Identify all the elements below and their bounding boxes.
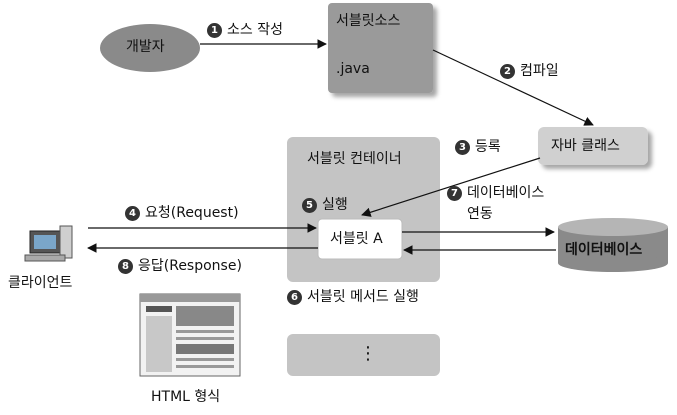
step-2-label: 2 컴파일 [500, 64, 559, 79]
step-7-label: 7 데이터베이스 [447, 186, 544, 201]
arrow-compile [432, 49, 594, 126]
html-form-label: HTML 형식 [151, 389, 221, 405]
servlet-source-title: 서블릿소스 [336, 13, 401, 29]
client-label: 클라이언트 [8, 275, 73, 291]
java-class-box [538, 127, 648, 165]
step-3-label: 3 등록 [455, 140, 501, 155]
step-1-text: 소스 작성 [227, 22, 283, 38]
step-1-number: 1 [207, 23, 222, 38]
servlet-a-box [317, 218, 403, 260]
developer-node [100, 24, 200, 72]
step-8-text: 응답(Response) [138, 258, 242, 274]
step-5-number: 5 [302, 198, 317, 213]
ellipsis-box [287, 334, 440, 376]
step-2-number: 2 [500, 64, 515, 79]
step-5-text: 실행 [322, 197, 348, 213]
step-7-number: 7 [447, 186, 462, 201]
step-8-label: 8 응답(Response) [118, 259, 242, 274]
step-6-text: 서블릿 메서드 실행 [307, 289, 419, 305]
web-page-icon [139, 293, 241, 377]
computer-icon [24, 225, 73, 262]
step-3-number: 3 [455, 140, 470, 155]
database-node [558, 218, 668, 272]
step-4-text: 요청(Request) [145, 205, 239, 221]
step-7-line2: 연동 [467, 206, 493, 222]
step-3-text: 등록 [475, 139, 501, 155]
servlet-source-ext: .java [336, 61, 370, 77]
step-5-label: 5 실행 [302, 198, 348, 213]
step-4-number: 4 [125, 206, 140, 221]
step-1-label: 1 소스 작성 [207, 23, 283, 38]
java-class-label: 자바 클래스 [551, 138, 620, 154]
step-7-text: 데이터베이스 [467, 185, 545, 201]
servlet-source-box [328, 3, 433, 93]
step-8-number: 8 [118, 259, 133, 274]
step-4-label: 4 요청(Request) [125, 206, 239, 221]
container-title: 서블릿 컨테이너 [307, 151, 402, 167]
step-6-label: 6 서블릿 메서드 실행 [287, 290, 419, 305]
step-2-text: 컴파일 [520, 63, 559, 79]
developer-label: 개발자 [126, 39, 165, 55]
ellipsis-label: ⋮ [359, 343, 377, 364]
servlet-a-label: 서블릿 A [330, 231, 383, 247]
step-6-number: 6 [287, 290, 302, 305]
database-label: 데이터베이스 [565, 242, 643, 258]
